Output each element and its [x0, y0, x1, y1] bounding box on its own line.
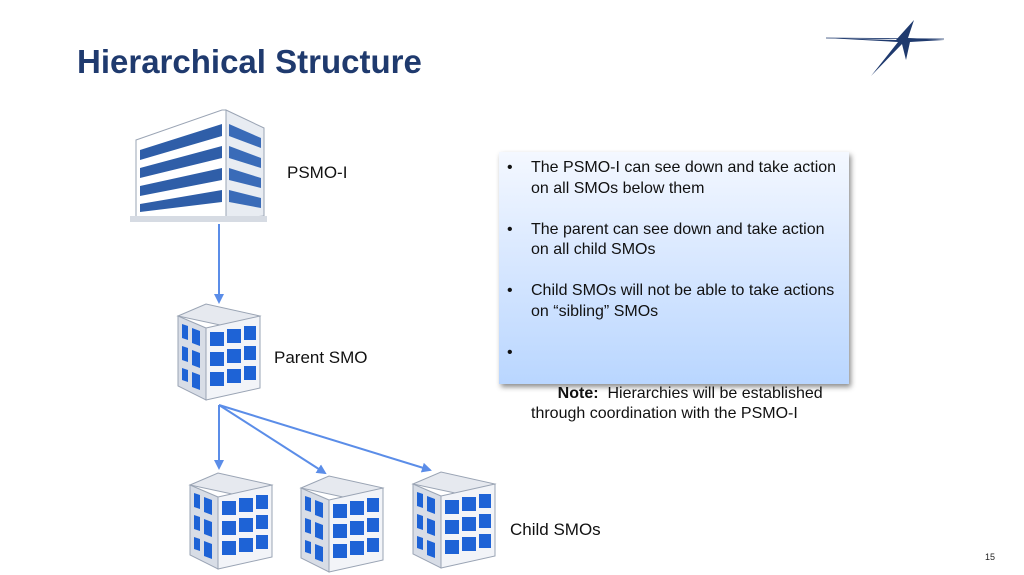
- arrow-parent-to-child-2: [218, 404, 327, 475]
- note-text: Child SMOs will not be able to take acti…: [531, 282, 835, 320]
- list-item: • The parent can see down and take actio…: [507, 220, 837, 261]
- note-text: The parent can see down and take action …: [531, 220, 825, 259]
- page-number: 15: [985, 552, 996, 562]
- office-building-icon: [299, 475, 385, 573]
- arrow-parent-to-child-3: [218, 404, 432, 473]
- notes-list: • The PSMO-I can see down and take actio…: [507, 158, 837, 466]
- psmo-label: PSMO-I: [287, 163, 348, 182]
- parent-smo-label: Parent SMO: [274, 348, 368, 367]
- note-text: Hierarchies will be established through …: [531, 384, 828, 423]
- child-smos-label: Child SMOs: [510, 520, 601, 539]
- list-item: • The PSMO-I can see down and take actio…: [507, 158, 837, 199]
- note-text: The PSMO-I can see down and take action …: [531, 159, 837, 197]
- bullet-icon: •: [507, 159, 513, 176]
- note-prefix: Note:: [557, 384, 599, 402]
- list-item: • Note: Hierarchies will be established …: [507, 343, 837, 446]
- list-item: • Child SMOs will not be able to take ac…: [507, 281, 837, 322]
- star-logo-icon: [826, 20, 945, 76]
- bullet-icon: •: [507, 220, 513, 238]
- bullet-icon: •: [507, 343, 513, 361]
- office-building-icon: [411, 471, 497, 569]
- bullet-icon: •: [507, 282, 513, 299]
- office-building-icon: [188, 472, 274, 570]
- office-building-icon: [176, 303, 262, 401]
- office-tower-icon: [130, 109, 267, 222]
- page-title: Hierarchical Structure: [77, 43, 422, 80]
- notes-box: • The PSMO-I can see down and take actio…: [499, 152, 849, 422]
